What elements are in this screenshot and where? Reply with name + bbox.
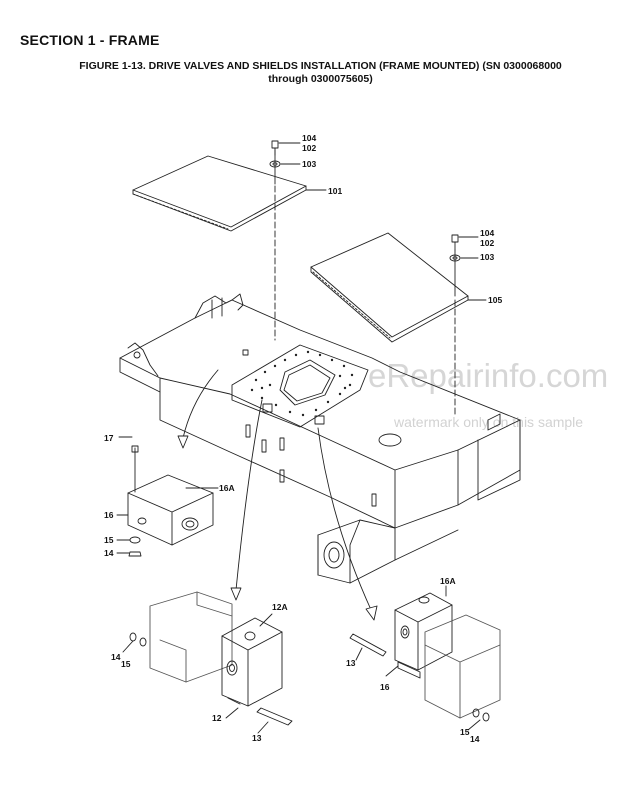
callout-16a-left: 16A: [219, 483, 235, 493]
callout-103-top: 103: [302, 159, 316, 169]
callout-14-right: 14: [470, 734, 480, 744]
callout-13-right: 13: [346, 658, 356, 668]
section-title: SECTION 1 - FRAME: [20, 32, 160, 48]
watermark-site-text: eRepairinfo.com: [368, 357, 608, 394]
figure-title: FIGURE 1-13. DRIVE VALVES AND SHIELDS IN…: [0, 60, 641, 86]
arrow-leaders-drawing: [177, 369, 378, 621]
callout-104-top: 104: [302, 133, 316, 143]
left-valve-drawing: [116, 436, 219, 557]
right-valve-drawing: [349, 585, 501, 731]
callout-103-right: 103: [480, 252, 494, 262]
callout-12a: 12A: [272, 602, 288, 612]
callout-16-right: 16: [380, 682, 390, 692]
callout-104-right: 104: [480, 228, 494, 238]
middle-valve-drawing: [122, 591, 293, 734]
callout-17: 17: [104, 433, 114, 443]
figure-title-line2: through 0300075605): [268, 73, 373, 85]
callout-15-right: 15: [460, 727, 470, 737]
shield-105-drawing: [310, 232, 469, 416]
callout-14-mid: 14: [111, 652, 121, 662]
callout-15-mid: 15: [121, 659, 131, 669]
shield-101-drawing: [132, 149, 307, 341]
callout-102-top: 102: [302, 143, 316, 153]
top-hardware-drawing: [269, 140, 327, 191]
callout-12: 12: [212, 713, 222, 723]
callout-16-left: 16: [104, 510, 114, 520]
callout-14-left: 14: [104, 548, 114, 558]
callout-105: 105: [488, 295, 502, 305]
callout-102-right: 102: [480, 238, 494, 248]
callout-101: 101: [328, 186, 342, 196]
figure-title-line1: FIGURE 1-13. DRIVE VALVES AND SHIELDS IN…: [79, 60, 562, 72]
callout-16a-right: 16A: [440, 576, 456, 586]
right-hardware-drawing: [449, 234, 487, 301]
frame-drawing: [119, 293, 521, 584]
callout-13-mid: 13: [252, 733, 262, 743]
callout-15-left: 15: [104, 535, 114, 545]
